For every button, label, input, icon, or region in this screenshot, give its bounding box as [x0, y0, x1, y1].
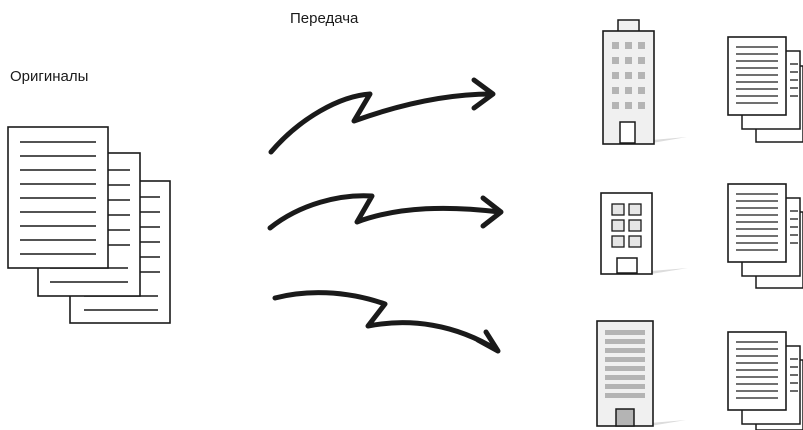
transmission-label: Передача: [290, 10, 359, 27]
building-window-bands: [605, 330, 645, 398]
building-shadow: [650, 420, 686, 426]
building-windows: [612, 42, 645, 109]
small-office-building: [600, 192, 688, 275]
tall-office-building: [602, 19, 687, 145]
building-door: [619, 121, 636, 144]
arrow-top: [268, 77, 496, 155]
arrow-middle: [267, 193, 504, 231]
building-shadow: [652, 137, 687, 143]
striped-office-building: [596, 320, 686, 427]
received-documents-stack-1: [727, 36, 803, 143]
received-documents-stack-3: [727, 331, 803, 430]
original-documents-stack: [7, 126, 171, 324]
building-door: [615, 408, 635, 427]
original-page-front: [7, 126, 109, 269]
building-shadow: [651, 268, 688, 274]
originals-label: Оригиналы: [10, 68, 89, 85]
building-windows: [611, 203, 642, 248]
transmission-arrows: [267, 77, 504, 354]
building-door: [616, 257, 638, 274]
received-documents-stack-2: [727, 183, 803, 289]
arrow-bottom: [272, 290, 501, 354]
